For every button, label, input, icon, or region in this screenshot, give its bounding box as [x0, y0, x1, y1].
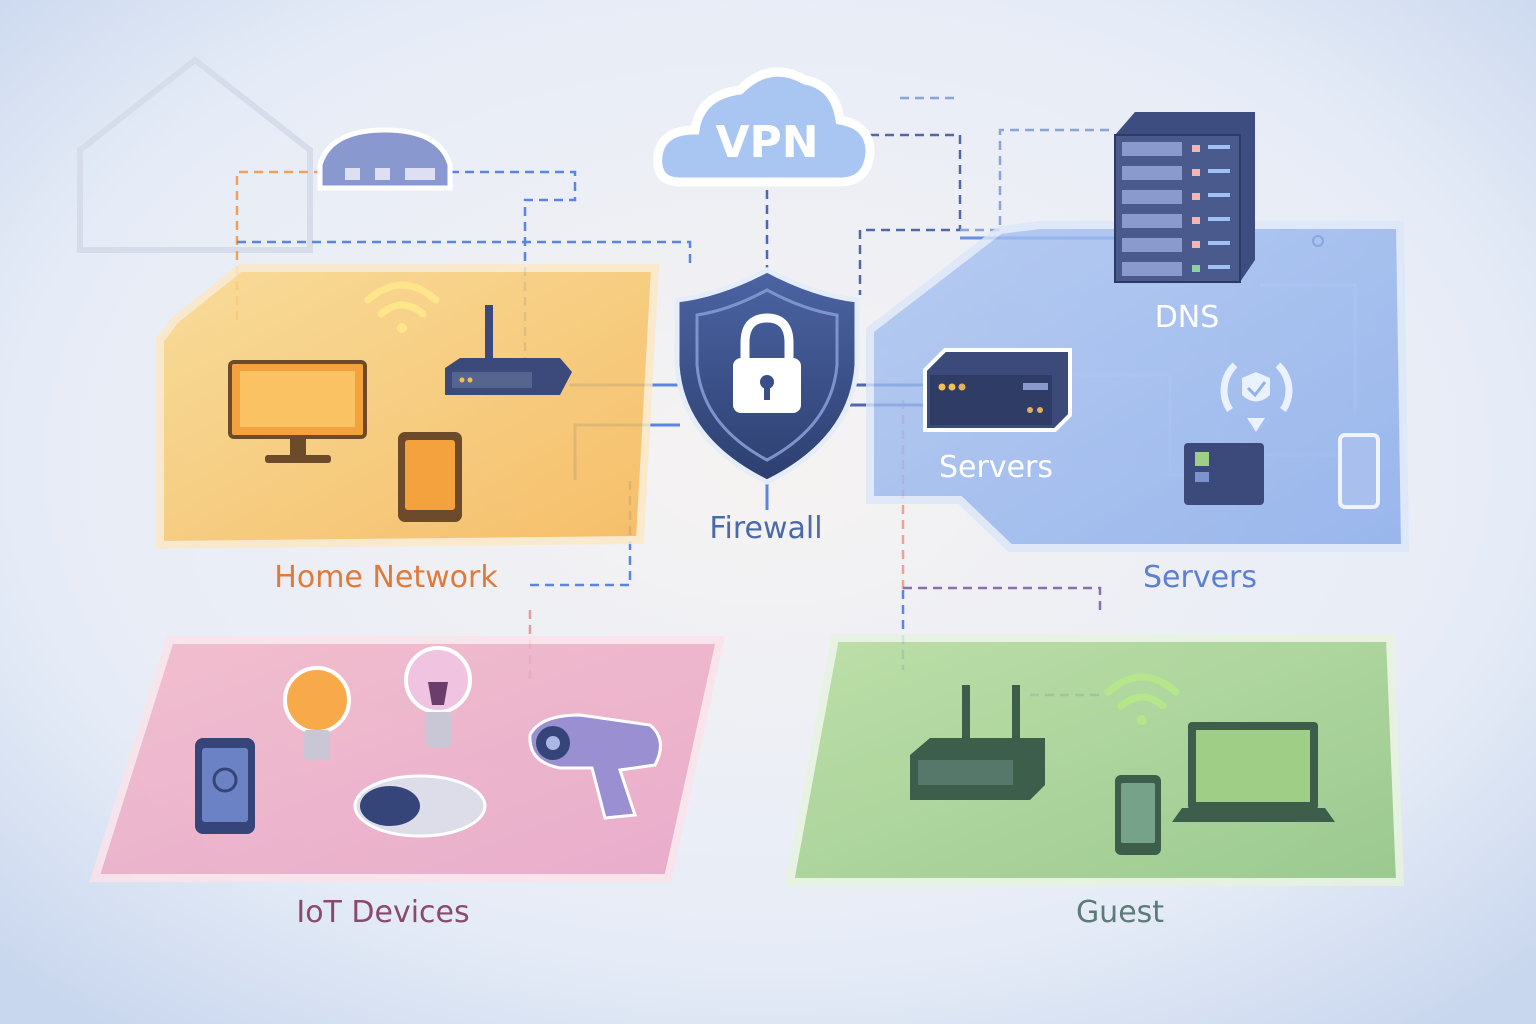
- smartphone-icon: [1338, 433, 1380, 509]
- wifi-icon: [364, 281, 440, 333]
- vpn-label: VPN: [715, 117, 818, 168]
- shield-check-icon: [1220, 362, 1293, 432]
- servers-device-label: Servers: [939, 450, 1053, 485]
- shield-lock-icon: [674, 267, 860, 485]
- firewall-label: Firewall: [709, 511, 822, 546]
- router-icon: [910, 685, 1045, 800]
- smartphone-icon: [1115, 775, 1161, 855]
- zone-home-network: Home Network: [156, 264, 660, 595]
- laptop-icon: [1172, 722, 1335, 822]
- camera-icon: [528, 713, 662, 820]
- speaker-icon: [353, 774, 487, 838]
- zone-servers: Servers: [866, 221, 1410, 595]
- router-icon: [317, 127, 453, 191]
- lightbulb-icon: [404, 646, 472, 747]
- router-icon: [445, 305, 572, 395]
- servers-zone-label: Servers: [1143, 560, 1257, 595]
- dns-label: DNS: [1155, 300, 1220, 335]
- monitor-icon: [228, 360, 367, 463]
- guest-label: Guest: [1076, 895, 1164, 930]
- server-rack-icon: [1114, 112, 1255, 283]
- wifi-icon: [1104, 673, 1180, 725]
- server-box-icon: [1184, 443, 1264, 505]
- server-box-icon: [923, 348, 1072, 432]
- house-silhouette: [77, 56, 313, 253]
- smartphone-icon: [195, 738, 255, 834]
- iot-devices-label: IoT Devices: [296, 895, 469, 930]
- home-network-label: Home Network: [274, 560, 498, 595]
- tablet-icon: [398, 432, 462, 522]
- vpn-cloud-icon: VPN: [653, 67, 875, 187]
- lightbulb-icon: [283, 666, 351, 760]
